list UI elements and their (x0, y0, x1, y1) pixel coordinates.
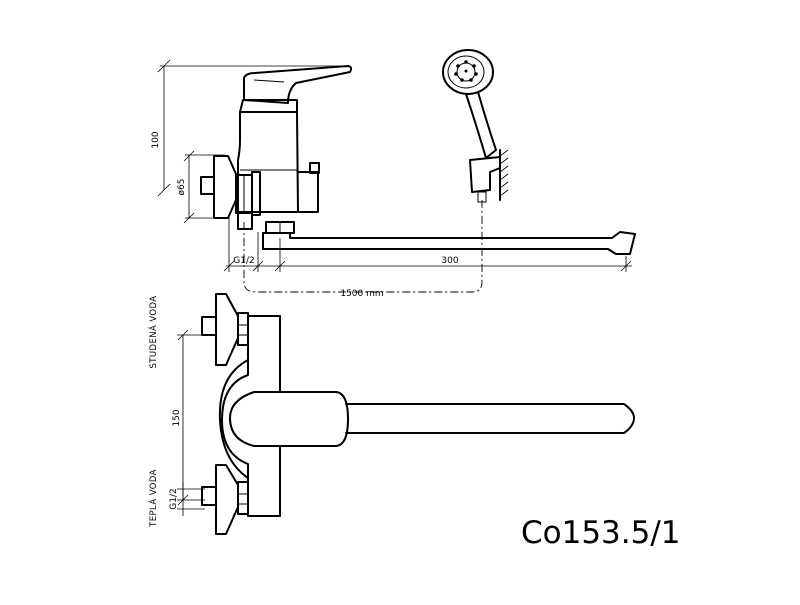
dimension-thread-bottom: G1/2 (169, 482, 205, 516)
spout-side (262, 221, 636, 255)
thread-bottom-label: G1/2 (169, 488, 179, 509)
dimension-height-label: 100 (151, 131, 161, 148)
diverter-knob (297, 171, 319, 213)
mixer-lever (243, 65, 353, 104)
thread-top-label: G1/2 (233, 256, 254, 266)
spout-front (261, 391, 349, 447)
wall-bracket (499, 149, 509, 201)
mixer-body-front (221, 315, 281, 517)
cold-water-label: STUDENÁ VODA (147, 296, 159, 369)
dimension-spacing: 150 (172, 329, 205, 506)
mixer-body (237, 111, 299, 213)
diverter-button (309, 162, 320, 174)
escutcheon-flange (213, 155, 237, 219)
model-code: Co153.5/1 (521, 515, 681, 551)
spacing-label: 150 (172, 409, 182, 426)
side-view: 100 ø65 (151, 49, 636, 299)
dimension-height: 100 (151, 59, 345, 197)
cold-water-fitting (201, 293, 249, 366)
dimension-diameter-label: ø65 (177, 179, 187, 196)
front-view: STUDENÁ VODA TEPLÁ VODA 150 G1/2 (147, 293, 635, 535)
hand-shower (442, 49, 501, 203)
hose-path (243, 200, 483, 293)
hose-length-label: 1500 mm (340, 289, 383, 299)
spout-length-label: 300 (441, 256, 458, 266)
hot-water-label: TEPLÁ VODA (147, 469, 159, 528)
dimension-row-top: G1/2 300 (223, 215, 632, 272)
hot-water-fitting (201, 464, 249, 535)
eccentric-stub (200, 176, 215, 195)
